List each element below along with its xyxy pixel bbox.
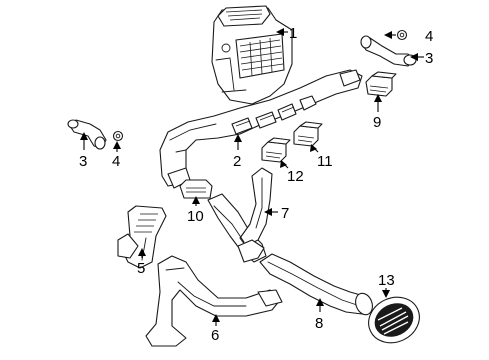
part-5-side-duct [117, 205, 167, 269]
callout-3-left: 3 [79, 153, 87, 170]
part-4-washer-upper [396, 29, 408, 41]
callout-4-left: 4 [112, 153, 120, 170]
part-8-long-duct [259, 253, 373, 316]
part-13-round-vent [368, 296, 420, 344]
callout-4-upper: 4 [425, 28, 433, 45]
callout-11: 11 [317, 153, 333, 170]
part-3-tube-upper [360, 35, 417, 67]
part-2-main-duct [159, 69, 363, 189]
part-12-vent-outlet [261, 137, 291, 163]
leader-lines [80, 28, 424, 326]
part-10-vent-outlet [179, 179, 213, 199]
callout-3-upper: 3 [425, 50, 433, 67]
callout-8: 8 [315, 315, 323, 332]
callout-2: 2 [233, 153, 241, 170]
callout-5: 5 [137, 260, 145, 277]
part-4-washer-left [112, 130, 124, 142]
callout-10: 10 [187, 208, 204, 225]
callout-9: 9 [373, 114, 381, 131]
callout-1: 1 [289, 25, 297, 42]
part-1-heater-housing [211, 5, 293, 105]
callout-12: 12 [287, 168, 304, 185]
part-3-tube-left [67, 119, 107, 150]
part-9-vent-outlet [365, 71, 397, 97]
callout-6: 6 [211, 327, 219, 344]
part-7-duct [207, 167, 273, 263]
part-11-vent-outlet [293, 121, 323, 147]
callout-7: 7 [281, 205, 289, 222]
callout-13: 13 [378, 272, 395, 289]
part-6-floor-duct [145, 255, 283, 347]
